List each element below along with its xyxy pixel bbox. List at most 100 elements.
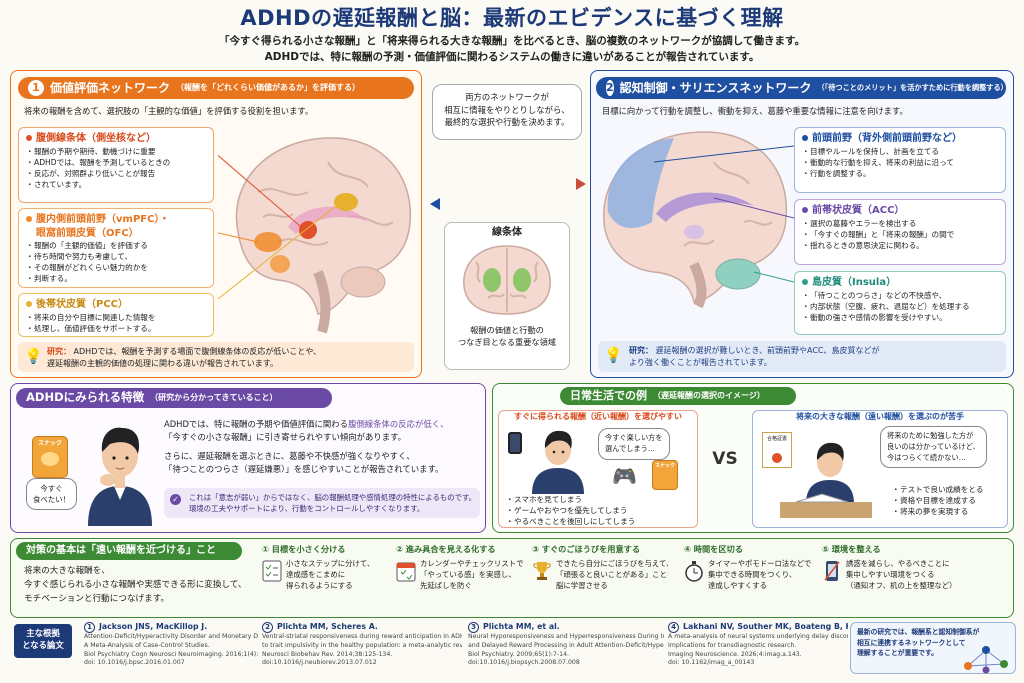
- cerebellum: [340, 266, 386, 298]
- features-note-2: 環境の工夫やサポートにより、行動をコントロールしやすくなります。: [189, 504, 425, 514]
- step-desc: 誘惑を減らし、やるべきことに: [846, 559, 950, 569]
- value-network-title: 価値評価ネットワーク: [50, 80, 171, 95]
- value-network-number: 1: [28, 80, 44, 96]
- list-item: テストで良い成績をとる: [892, 484, 984, 495]
- bubble-line: 今はつらくて続かない…: [887, 452, 966, 462]
- near-reward-title: すぐに得られる報酬（近い報酬）を選びやすい: [514, 412, 682, 421]
- references-label-1: 主な根拠: [26, 628, 60, 638]
- bubble-line: 選んでしまう…: [605, 443, 655, 453]
- control-brain-illustration: [603, 131, 794, 308]
- coronal-gyri: [475, 261, 539, 299]
- person-eye: [552, 450, 556, 454]
- step-desc: 「やっている感」を実感し、: [420, 570, 516, 580]
- reference-number: 4: [668, 622, 679, 634]
- striatum-pointer: [218, 154, 301, 227]
- speech-line-2: 食べたい！: [33, 495, 70, 505]
- step-desc: 集中できる時間をつくり、: [708, 570, 797, 580]
- network-icon: [964, 646, 1008, 674]
- person-neck: [115, 474, 125, 488]
- insula-title: 島皮質（Insula）: [812, 277, 897, 288]
- daily-life-note: （遅延報酬の選択のイメージ）: [653, 390, 765, 400]
- speech-line-1: 今すぐ: [40, 484, 63, 493]
- list-item: 報酬の予期や期待、動機づけに重要: [26, 146, 206, 157]
- person-face: [545, 435, 571, 465]
- acc-pointer: [713, 197, 794, 219]
- value-research-label: 研究：: [47, 347, 71, 356]
- features-note-1: これは「意志が弱い」からではなく、脳の報酬処理や感情処理の特性によるものです。: [189, 493, 477, 502]
- features-p1c: 「今すぐの小さな報酬」に引き寄せられやすい傾向があります。: [164, 432, 407, 443]
- list-item: 将来の夢を実現する: [892, 506, 984, 517]
- features-p2b: 「待つことのつらさ（遅延嫌悪）」を感じやすいことが報告されています。: [164, 464, 444, 475]
- list-item: 目標やルールを保持し、計画を立てる: [802, 146, 998, 157]
- list-item: 判断する。: [26, 273, 206, 284]
- features-p2a: さらに、遅延報酬を選ぶときに、葛藤や不快感が強くなりやすく、: [164, 450, 415, 461]
- list-item: 内部状態（空腹、疲れ、退屈など）を処理する: [802, 301, 998, 312]
- reference-line: to trait impulsivity in the healthy popu…: [262, 641, 462, 649]
- bubble-line: 今すぐ楽しい方を: [605, 433, 663, 442]
- insula-box: 島皮質（Insula） 「待つことのつらさ」などの不快感や、 内部状態（空腹、疲…: [794, 271, 1006, 335]
- brain-gyri: [257, 161, 394, 246]
- person-mouth: [115, 467, 125, 470]
- open-book: [795, 493, 849, 503]
- certificate: 合格証書: [762, 432, 792, 468]
- far-reward-list: テストで良い成績をとる 資格や目標を達成する 将来の夢を実現する: [892, 484, 984, 517]
- step-desc: カレンダーやチェックリストで: [420, 559, 524, 569]
- corpus-callosum: [288, 206, 368, 234]
- reference-line: A meta-analysis of neural systems underl…: [668, 633, 848, 641]
- step-desc: タイマーやポモドーロ法などで: [708, 559, 812, 569]
- person-phone-illustration: [532, 430, 584, 494]
- vmpfc-title-1: 腹内側前頭前野（vmPFC）・: [36, 214, 170, 225]
- list-item: 揺れるときの意思決定に関わる。: [802, 240, 998, 251]
- snack-bag-small: スナック: [652, 460, 678, 490]
- vmpfc-box: 腹内側前頭前野（vmPFC）・ 眼窩前頭皮質（OFC） 報酬の「主観的価値」を評…: [18, 208, 214, 288]
- step-desc: （通知オフ、机の上を整理など）: [846, 581, 957, 591]
- list-item: 行動を調整する。: [802, 168, 998, 179]
- reference-line: Attention-Deficit/Hyperactivity Disorder…: [84, 633, 258, 641]
- reference-line: A Meta-Analysis of Case-Control Studies.: [84, 641, 210, 649]
- vs-label: VS: [712, 449, 738, 469]
- references-label-2: となる論文: [22, 639, 64, 650]
- features-p1a: ADHDでは、特に報酬の予期や価値評価に関わる: [164, 419, 349, 429]
- step-title: ① 目標を小さく分ける: [262, 544, 346, 554]
- pcc-title: 後帯状皮質（PCC）: [36, 299, 129, 310]
- game-controller-icon: 🎮: [612, 464, 637, 488]
- striatum-box: 腹側線条体（側坐核など） 報酬の予期や期待、動機づけに重要 ADHDでは、報酬を…: [18, 127, 214, 203]
- control-network-note: （「待つことのメリット」を活かすために行動を調整する）: [817, 83, 1006, 93]
- certificate-label: 合格証書: [766, 436, 787, 442]
- trophy-icon: [533, 562, 551, 580]
- features-p1b: 腹側線条体の反応が低く、: [348, 419, 449, 429]
- vmpfc-list: 報酬の「主観的価値」を評価する 待ち時間や努力も考慮して、 その報酬がどれくらい…: [26, 240, 206, 284]
- strategies-title: 対策の基本は「遠い報酬を近づける」こと: [26, 545, 216, 557]
- control-research-box: 💡 研究： 遅延報酬の選択が難しいとき、前頭前野やACC、島皮質などが より強く…: [598, 341, 1006, 372]
- control-research-label: 研究：: [629, 346, 653, 355]
- step-desc: 小さなステップに分けて、: [286, 559, 375, 569]
- far-reward-title: 将来の大きな報酬（遠い報酬）を選ぶのが苦手: [796, 412, 964, 421]
- step-desc: できたら自分にごほうびを与えて、: [556, 559, 668, 569]
- list-item: 待ち時間や努力も考慮して、: [26, 251, 206, 262]
- timer-icon: [685, 561, 703, 582]
- thalamus: [684, 225, 704, 239]
- vmpfc-pointer: [218, 232, 259, 243]
- list-item: 資格や目標を達成する: [892, 495, 984, 506]
- person-hair: [544, 430, 572, 449]
- pcc-marker: [334, 193, 358, 211]
- list-item: ゲームやおやつを優先してしまう: [506, 505, 635, 516]
- step-desc: 先延ばしを防ぐ: [420, 581, 472, 591]
- reference-line: Neurosci Biobehav Rev. 2014;38:125-134.: [262, 650, 393, 658]
- reference-line: doi:10.1016/j.neubiorev.2013.07.012: [262, 659, 377, 667]
- reference-line: Biol Psychiatry. 2009;65(1):7-14.: [468, 650, 570, 658]
- insula-list: 「待つことのつらさ」などの不快感や、 内部状態（空腹、疲れ、退屈など）を処理する…: [802, 290, 998, 323]
- vmpfc-marker: [254, 232, 282, 252]
- value-research-box: 💡 研究： ADHDでは、報酬を予測する場面で腹側線条体の反応が低いことや、 遅…: [18, 342, 414, 372]
- arrow-right-head: [576, 178, 586, 190]
- strategies-intro-3: モチベーションと行動につなげます。: [24, 593, 170, 604]
- phone-off-icon: [824, 561, 840, 581]
- vmpfc-title-2: 眼窩前頭皮質（OFC）: [36, 227, 139, 239]
- strategy-step-1: ① 目標を小さく分ける 小さなステップに分けて、 達成感をこまめに 得られるよう…: [262, 544, 398, 616]
- step-title: ⑤ 環境を整える: [822, 544, 881, 554]
- control-research-line-2: より強く働くことが報告されています。: [629, 358, 772, 368]
- acc-title: 前帯状皮質（ACC）: [812, 205, 905, 216]
